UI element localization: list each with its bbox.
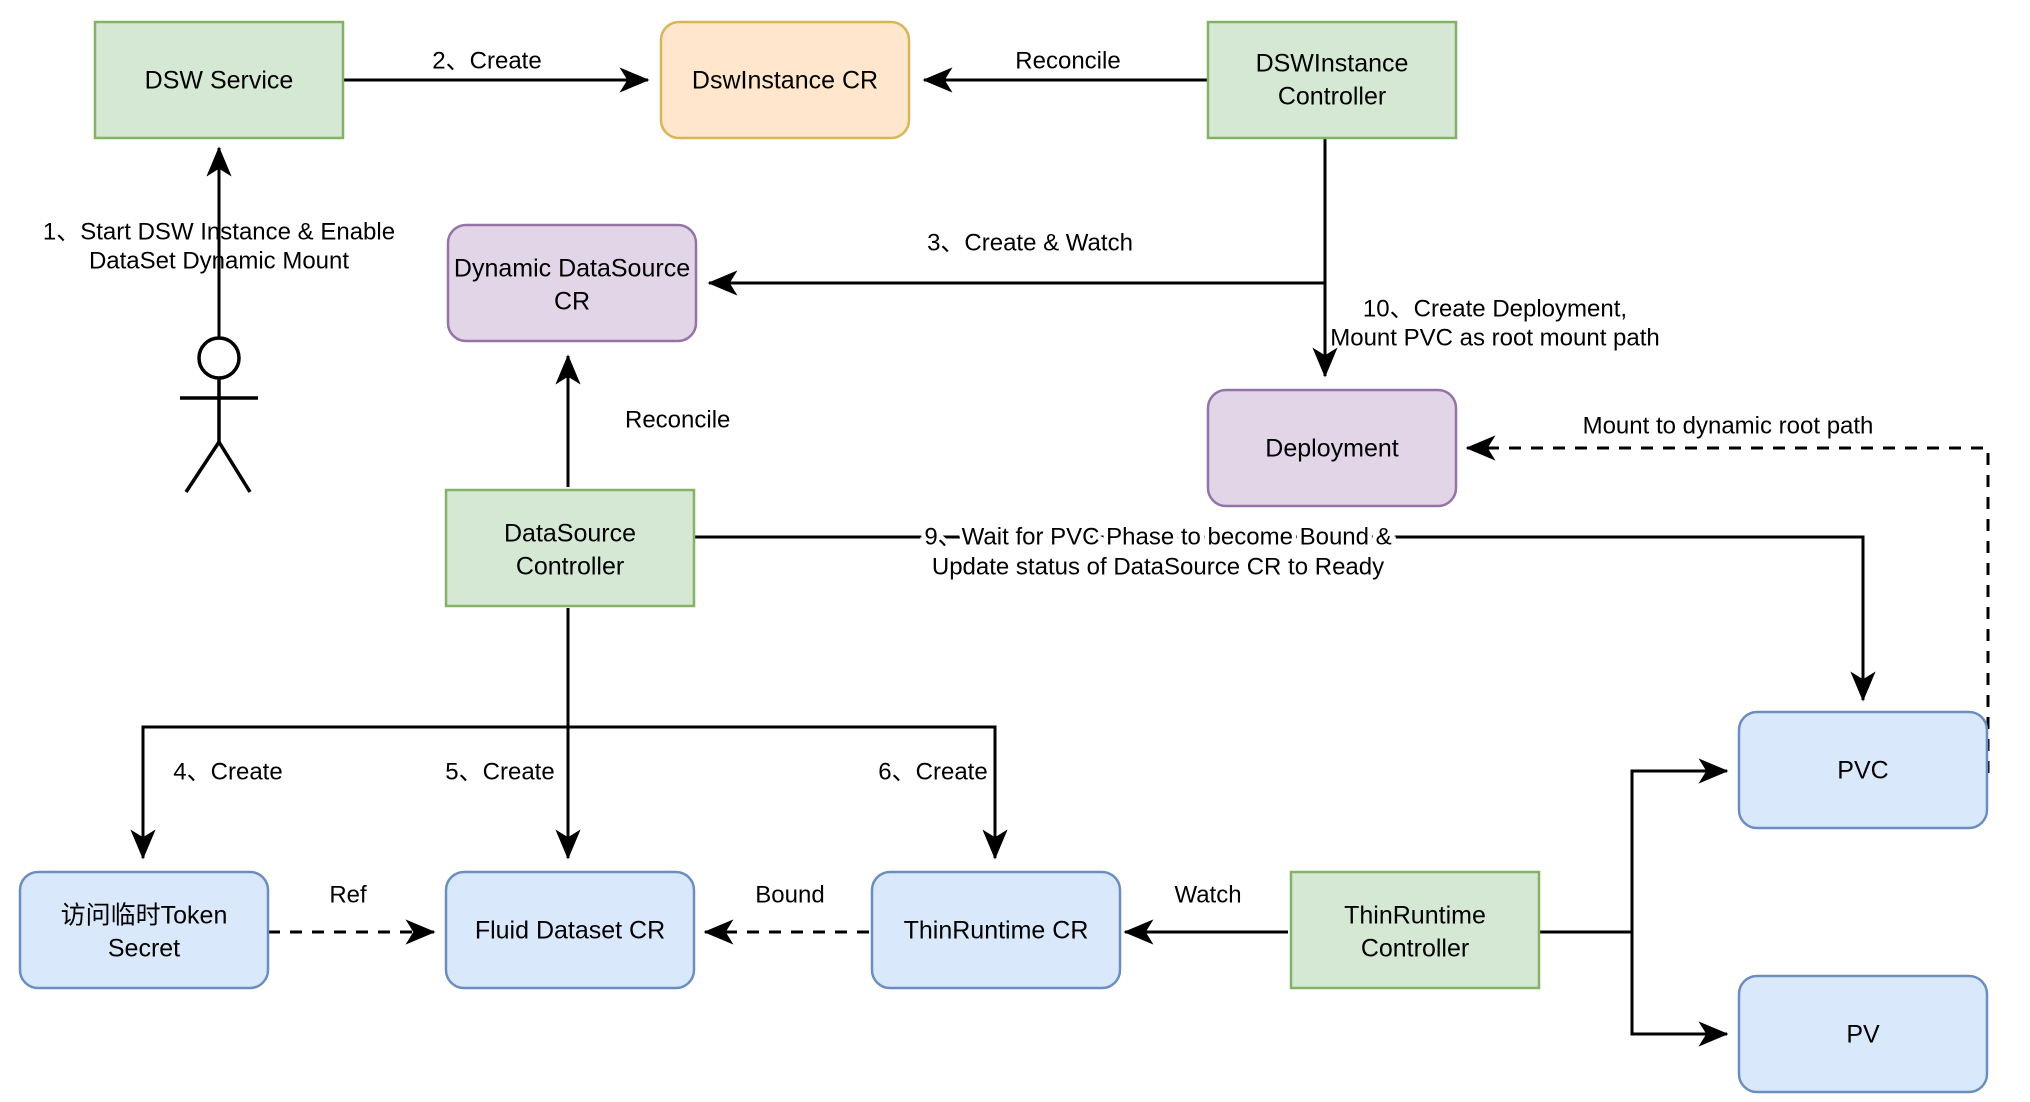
edge-bound-thinruntime-to-dataset: Bound xyxy=(703,881,869,945)
node-label-datasource-controller-line2: Controller xyxy=(516,553,624,581)
edge-thinruntime-controller-to-pv xyxy=(1630,932,1729,1047)
edge-label-step1-line1: 1、Start DSW Instance & Enable xyxy=(43,218,395,245)
node-label-pvc: PVC xyxy=(1837,757,1888,785)
node-label-dsw-service: DSW Service xyxy=(145,67,294,95)
edge-create-thinruntime-cr: 6、Create xyxy=(568,725,1008,860)
node-label-fluid-dataset-cr: Fluid Dataset CR xyxy=(475,917,665,945)
edge-label-bound: Bound xyxy=(755,881,824,908)
edge-create-deployment: 10、Create Deployment, Mount PVC as root … xyxy=(1312,283,1660,378)
edge-label-reconcile-top: Reconcile xyxy=(1015,47,1120,74)
node-label-thinruntime-controller-line1: ThinRuntime xyxy=(1344,902,1486,930)
edge-reconcile-dswinstance: Reconcile xyxy=(922,47,1208,93)
node-label-token-secret-line1: 访问临时Token xyxy=(61,902,228,930)
edge-label-step6: 6、Create xyxy=(878,758,987,785)
edge-thinruntime-controller-to-pvc xyxy=(1536,758,1729,934)
edge-label-step5: 5、Create xyxy=(445,758,554,785)
node-label-dswinstance-controller-line2: Controller xyxy=(1278,83,1386,111)
edge-label-step1-line2: DataSet Dynamic Mount xyxy=(89,247,349,274)
node-fluid-dataset-cr[interactable]: Fluid Dataset CR xyxy=(444,870,696,990)
edge-label-reconcile-datasource: Reconcile xyxy=(625,406,730,433)
node-dsw-service[interactable]: DSW Service xyxy=(93,20,345,140)
node-label-dynamic-datasource-cr-line2: CR xyxy=(554,288,590,316)
node-label-dswinstance-cr: DswInstance CR xyxy=(692,67,878,95)
node-dswinstance-cr[interactable]: DswInstance CR xyxy=(659,20,911,140)
edge-label-step9-line1: 9、Wait for PVC Phase to become Bound & xyxy=(924,523,1391,550)
edge-label-step10-line2: Mount PVC as root mount path xyxy=(1330,324,1660,351)
edge-wait-pvc-bound: 9、Wait for PVC Phase to become Bound & U… xyxy=(692,519,1876,702)
node-pv[interactable]: PV xyxy=(1737,974,1989,1094)
node-label-token-secret-line2: Secret xyxy=(108,935,180,963)
node-label-dswinstance-controller-line1: DSWInstance xyxy=(1256,50,1409,78)
node-label-deployment: Deployment xyxy=(1265,435,1398,463)
node-datasource-controller[interactable]: DataSource Controller xyxy=(444,488,696,608)
node-label-thinruntime-cr: ThinRuntime CR xyxy=(904,917,1089,945)
edge-reconcile-datasource-cr: Reconcile xyxy=(555,354,730,487)
edge-create-fluid-dataset-cr: 5、Create xyxy=(445,608,581,860)
edge-label-watch: Watch xyxy=(1174,881,1241,908)
edge-label-step9-line2: Update status of DataSource CR to Ready xyxy=(932,553,1384,580)
node-pvc[interactable]: PVC xyxy=(1737,710,1989,830)
edge-ref-token-to-dataset: Ref xyxy=(268,881,436,945)
user-stick-figure-icon xyxy=(180,336,258,493)
edge-create-token-secret: 4、Create xyxy=(130,608,570,860)
node-label-pv: PV xyxy=(1846,1021,1880,1049)
edge-watch-thinruntime-cr: Watch xyxy=(1123,881,1288,945)
edge-create-dswinstance-cr: 2、Create xyxy=(343,47,650,93)
node-thinruntime-cr[interactable]: ThinRuntime CR xyxy=(870,870,1122,990)
edge-label-step3: 3、Create & Watch xyxy=(927,229,1133,256)
edge-label-step2: 2、Create xyxy=(432,47,541,74)
node-label-dynamic-datasource-cr-line1: Dynamic DataSource xyxy=(454,255,690,283)
node-label-thinruntime-controller-line2: Controller xyxy=(1361,935,1469,963)
edge-label-mount-dynamic: Mount to dynamic root path xyxy=(1583,412,1874,439)
node-token-secret[interactable]: 访问临时Token Secret xyxy=(18,870,270,990)
node-dynamic-datasource-cr[interactable]: Dynamic DataSource CR xyxy=(446,223,698,343)
edge-label-ref: Ref xyxy=(329,881,367,908)
edge-start-dsw-instance: 1、Start DSW Instance & Enable DataSet Dy… xyxy=(43,146,395,345)
node-label-datasource-controller-line1: DataSource xyxy=(504,520,636,548)
node-deployment[interactable]: Deployment xyxy=(1206,388,1458,508)
node-dswinstance-controller[interactable]: DSWInstance Controller xyxy=(1206,20,1458,140)
edge-label-step4: 4、Create xyxy=(173,758,282,785)
edge-create-watch-datasource-cr: 3、Create & Watch xyxy=(707,137,1327,296)
edge-label-step10-line1: 10、Create Deployment, xyxy=(1363,295,1627,322)
node-thinruntime-controller[interactable]: ThinRuntime Controller xyxy=(1289,870,1541,990)
edge-mount-dynamic-root-path: Mount to dynamic root path xyxy=(1465,412,1990,773)
